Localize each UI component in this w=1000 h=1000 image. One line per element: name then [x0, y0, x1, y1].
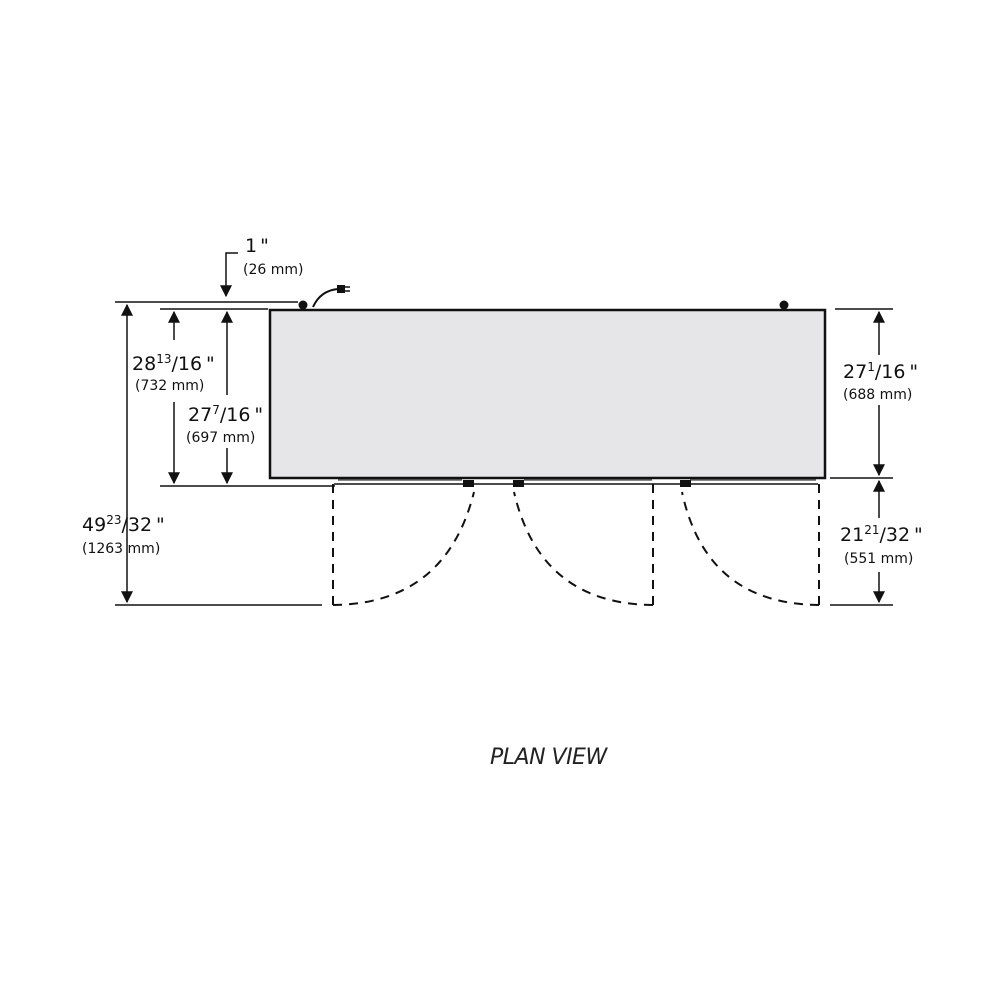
plan-view-caption: PLAN VIEW: [490, 745, 608, 770]
top-offset-leader: [220, 252, 238, 298]
cabinet-depth-label: 277/16": [188, 403, 263, 426]
extension-lines-right: [830, 308, 893, 606]
door-swing-metric: (551 mm): [844, 551, 913, 567]
door-swing-2: [513, 484, 654, 606]
cabinet-body: [268, 308, 827, 480]
hinge-icon: [463, 480, 474, 487]
right-depth-label: 271/16": [843, 360, 918, 383]
caster-icon: [779, 300, 789, 310]
hinge-icon: [513, 480, 524, 487]
right-depth-metric: (688 mm): [843, 387, 912, 403]
door-swing-3: [681, 484, 820, 606]
overall-depth-label: 2813/16": [132, 352, 215, 375]
door-swing-1: [332, 484, 475, 606]
extension-lines-left: [115, 301, 335, 606]
door-swing-label: 2121/32": [840, 523, 923, 546]
hinge-icon: [680, 480, 691, 487]
total-depth-label: 4923/32": [82, 513, 165, 536]
cabinet-depth-metric: (697 mm): [186, 430, 255, 446]
total-depth-metric: (1263 mm): [82, 541, 160, 557]
top-offset-metric: (26 mm): [243, 262, 303, 278]
power-cord-icon: [298, 285, 350, 310]
overall-depth-metric: (732 mm): [135, 378, 204, 394]
top-offset-label: 1": [245, 235, 269, 257]
